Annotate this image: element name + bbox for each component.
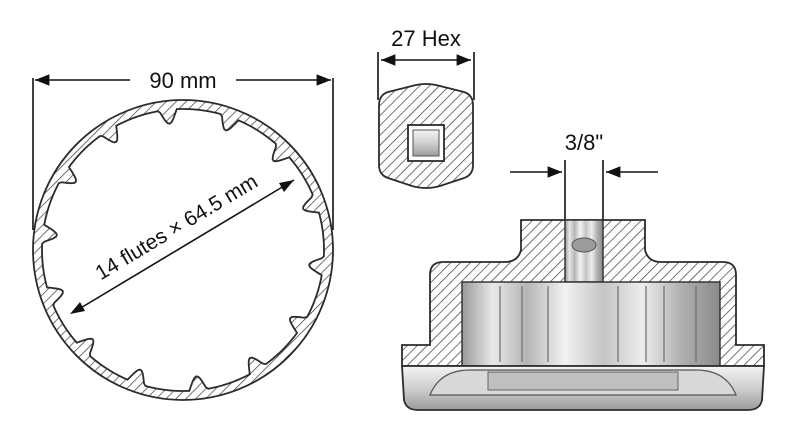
flute-interior bbox=[461, 281, 721, 367]
hex-dimension: 27 Hex bbox=[377, 26, 475, 100]
outer-diameter-label: 90 mm bbox=[149, 68, 216, 93]
flute-arrow-upper bbox=[279, 180, 294, 192]
flute-dimension-label: 14 flutes × 64.5 mm bbox=[91, 170, 261, 285]
flute-arrow-lower bbox=[70, 302, 85, 314]
fluted-ring bbox=[32, 99, 334, 401]
square-drive-inner bbox=[412, 129, 440, 157]
drive-size-label: 3/8" bbox=[565, 130, 603, 155]
fluted-ring-top-view bbox=[32, 99, 334, 401]
hex-label: 27 Hex bbox=[391, 26, 461, 51]
flute-diameter-dimension: 14 flutes × 64.5 mm bbox=[70, 170, 295, 314]
flute-dimension-line bbox=[73, 179, 295, 313]
hex-drive-view: 27 Hex bbox=[377, 26, 475, 189]
drive-size-dimension: 3/8" bbox=[510, 130, 658, 220]
outer-diameter-dimension: 90 mm bbox=[32, 68, 334, 230]
cap-inner-lip bbox=[487, 371, 679, 391]
drive-bore-hole bbox=[571, 237, 597, 253]
side-section-view: 3/8" bbox=[401, 130, 765, 411]
interior-flute-edges bbox=[499, 286, 697, 362]
